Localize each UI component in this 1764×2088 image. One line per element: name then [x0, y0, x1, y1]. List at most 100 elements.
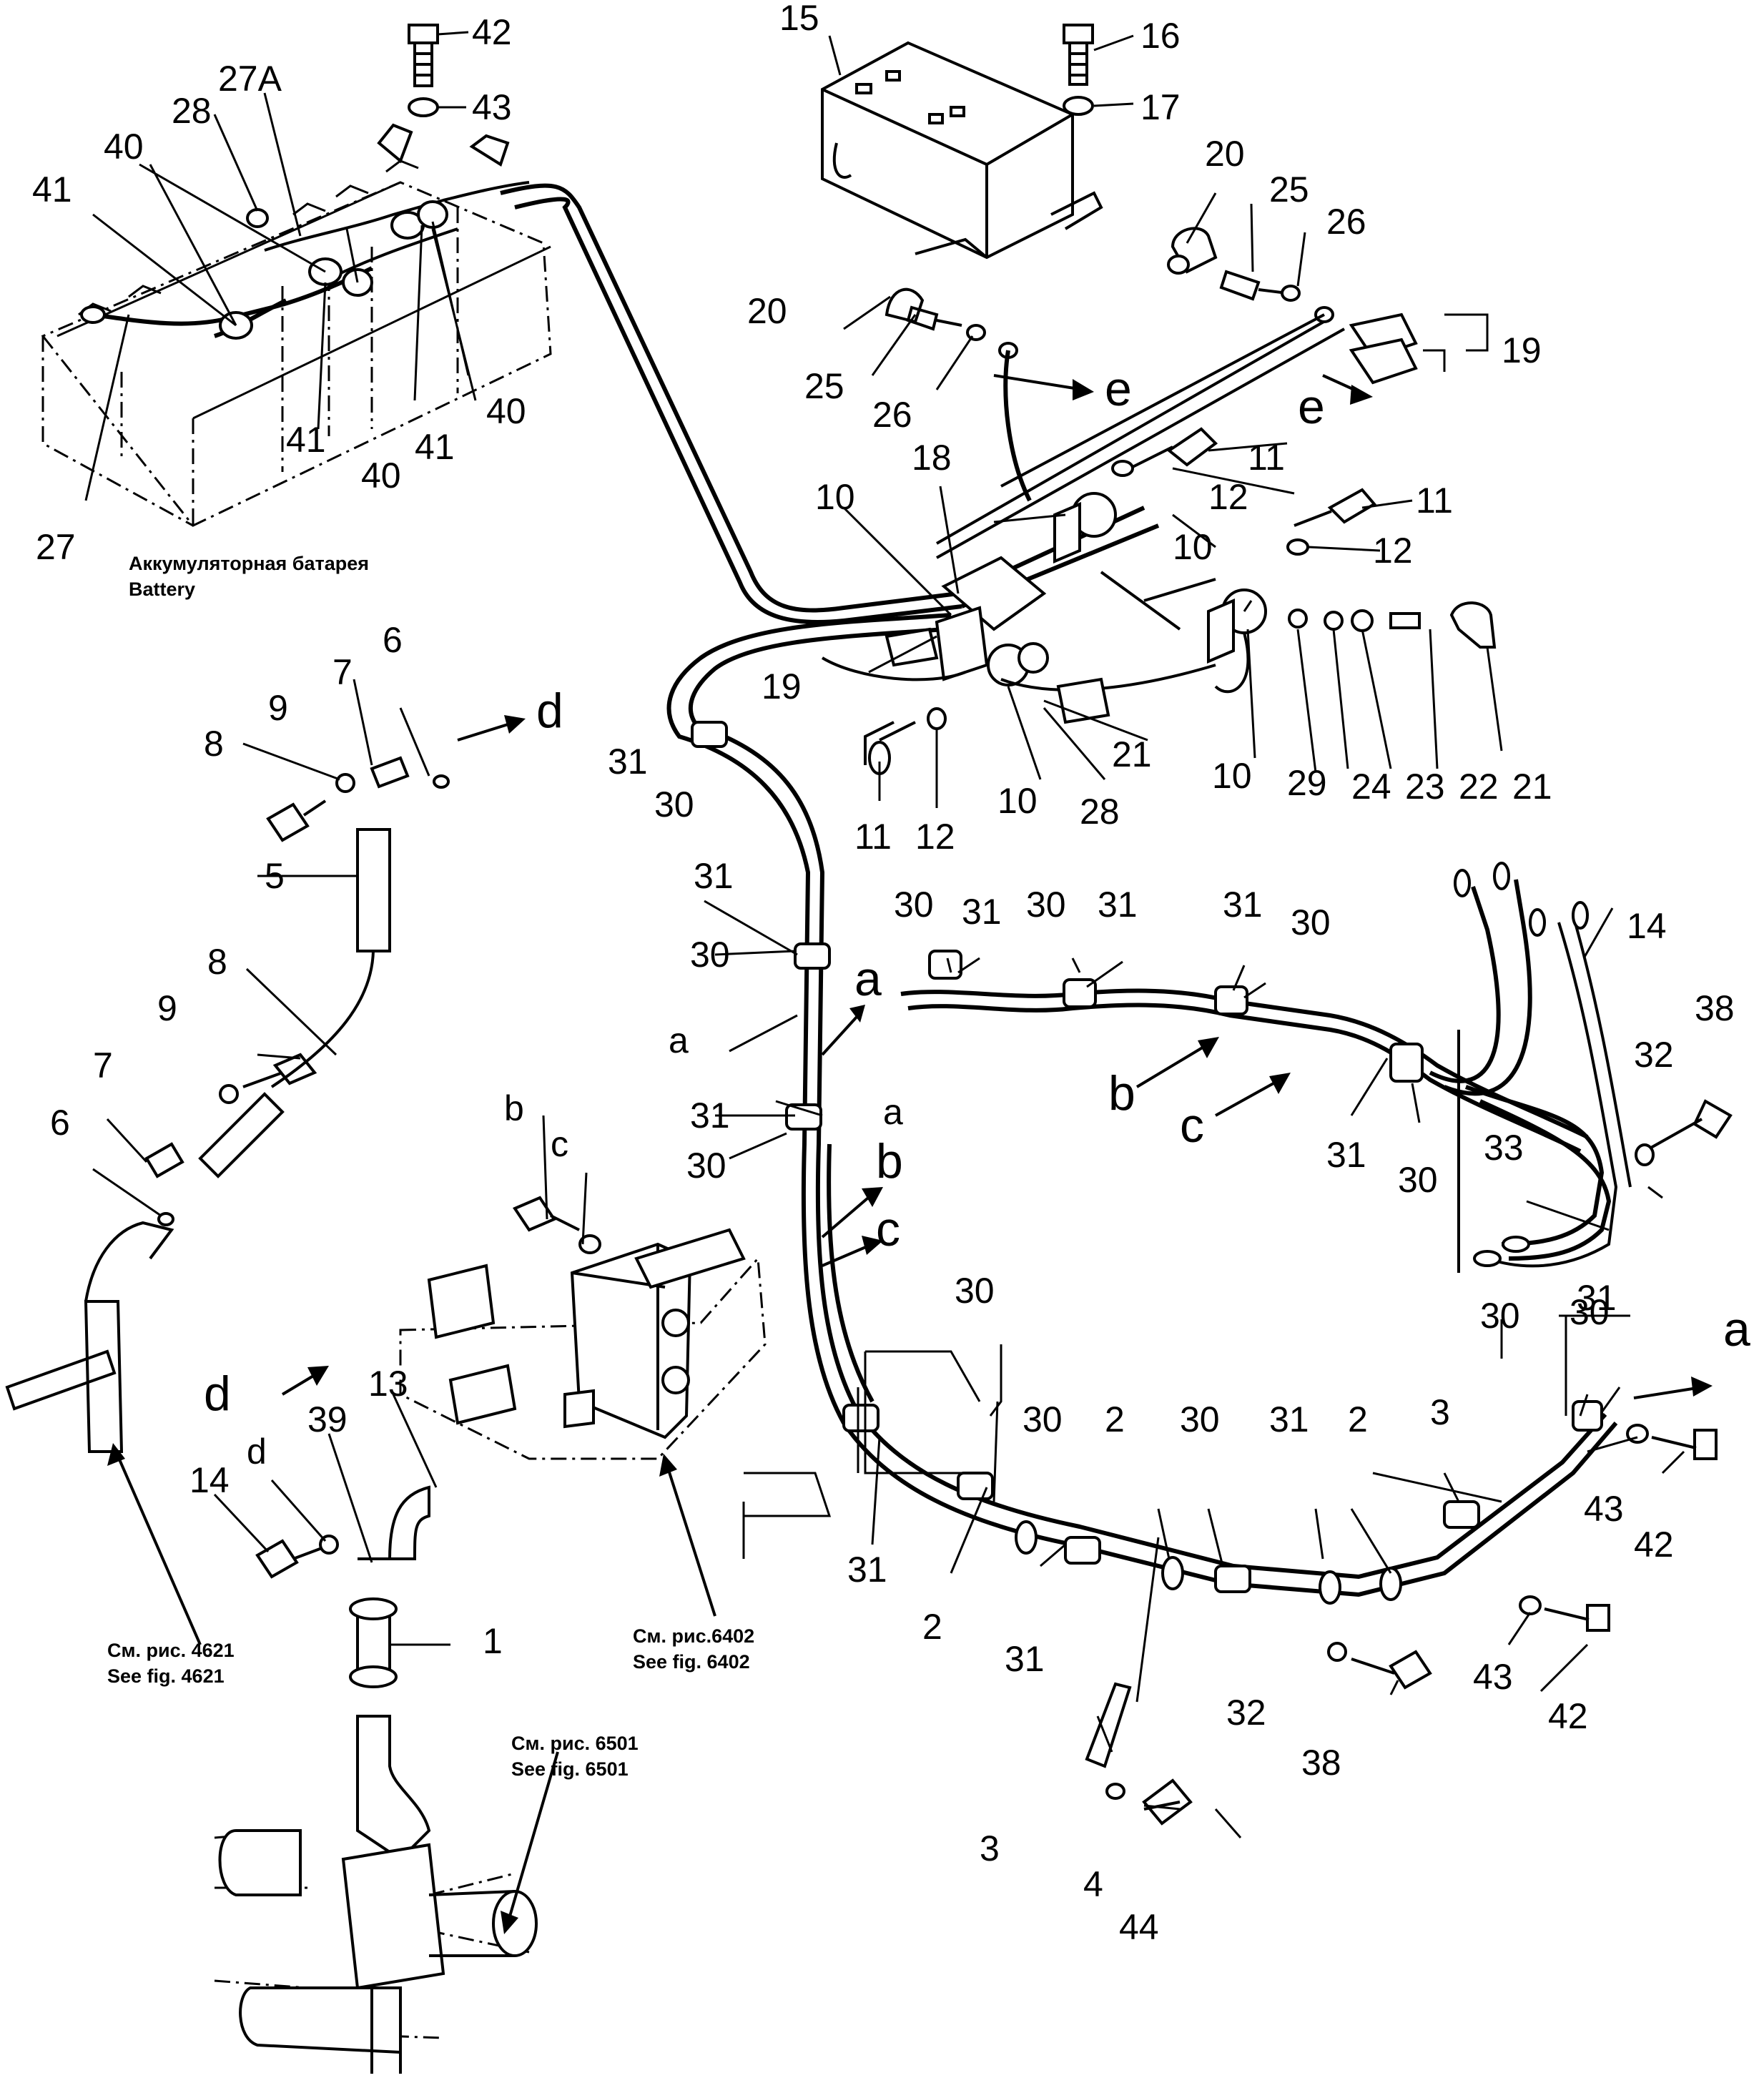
- callout-30-f: 30: [686, 1146, 726, 1186]
- callout-4: d: [247, 1432, 267, 1472]
- leader-lines: [84, 31, 1685, 1838]
- callout-21-b: 21: [1512, 767, 1552, 807]
- callout-28: 28: [172, 91, 212, 131]
- callout-30-g: 30: [1398, 1160, 1438, 1200]
- callout-26-right: 26: [1326, 202, 1366, 242]
- ref-letter-d-2: d: [204, 1366, 231, 1421]
- control-box-drawing: [821, 41, 1103, 260]
- callout-31-c: 31: [962, 892, 1002, 932]
- callout-38-b: a: [883, 1092, 903, 1132]
- callout-42-b: 42: [1634, 1525, 1674, 1565]
- callout-31-e: 31: [1223, 885, 1263, 925]
- ref-note-6501-ru: См. рис. 6501: [511, 1733, 639, 1754]
- callout-30-c: 30: [894, 885, 934, 925]
- callout-1: 39: [307, 1399, 348, 1439]
- ref-note-6501-en: See fig. 6501: [511, 1758, 629, 1781]
- callout-38-a: a: [669, 1020, 689, 1060]
- callout-3: 14: [189, 1460, 230, 1500]
- callout-43-b: 43: [1584, 1489, 1624, 1529]
- ref-letter-d-1: d: [536, 684, 563, 738]
- callout-30-b: 30: [690, 935, 730, 975]
- battery-label-en: Battery: [129, 578, 196, 601]
- callout-30-a: 30: [654, 784, 694, 824]
- battery-drawing: [41, 123, 552, 527]
- disconnect-switches: [821, 492, 1267, 724]
- callout-22: 22: [1459, 767, 1499, 807]
- callout-10-a: 10: [815, 477, 855, 517]
- ref-letter-e-1: e: [1105, 362, 1132, 416]
- callout-27a: 27A: [218, 59, 282, 99]
- callout-18: 18: [912, 438, 952, 478]
- ref-note-4621: См. рис. 4621 See fig. 4621: [107, 1638, 235, 1690]
- callout-41-b: 41: [286, 420, 326, 460]
- callout-30-j: 30: [1480, 1296, 1520, 1336]
- callout-40-b: 40: [361, 455, 401, 496]
- callout-8-b: 8: [207, 942, 227, 982]
- callout-29: 29: [1287, 763, 1327, 803]
- callout-31-a: 31: [608, 742, 648, 782]
- callout-40-c: 40: [486, 391, 526, 431]
- fasteners: [144, 24, 1733, 1826]
- callout-42-c: 42: [1548, 1696, 1588, 1736]
- ref-letter-b-1: b: [1108, 1066, 1135, 1121]
- ref-note-4621-en: See fig. 4621: [107, 1665, 225, 1688]
- callout-44: 1: [483, 1621, 503, 1661]
- callout-30-i: 30: [1570, 1292, 1610, 1332]
- callout-33-b: 32: [1226, 1693, 1266, 1733]
- callout-27: 27: [36, 527, 76, 567]
- callout-40: 40: [104, 127, 144, 167]
- callout-30-k: 30: [1023, 1399, 1063, 1439]
- callout-34-b: 2: [1348, 1399, 1368, 1439]
- callout-13: b: [504, 1088, 524, 1128]
- callout-25-right: 25: [1269, 169, 1309, 210]
- callout-15: 15: [779, 0, 819, 38]
- callout-31-d: 31: [1098, 885, 1138, 925]
- callout-43: 43: [472, 87, 512, 127]
- callout-16: 16: [1140, 16, 1181, 56]
- ref-letter-c-2: c: [876, 1202, 900, 1256]
- ref-letter-a-2: a: [1723, 1302, 1750, 1356]
- callout-41: 41: [32, 169, 72, 210]
- callout-30-d: 30: [1026, 885, 1066, 925]
- callout-6-b: 6: [50, 1103, 70, 1143]
- callout-26-left: 26: [872, 395, 912, 435]
- callout-19-right: 19: [1502, 330, 1542, 370]
- callout-39-b: 33: [1484, 1128, 1524, 1168]
- callout-11-a: 11: [1248, 438, 1285, 478]
- callout-2: 13: [368, 1364, 408, 1404]
- callout-25-left: 25: [804, 366, 844, 406]
- callout-19-left: 19: [762, 666, 802, 706]
- callout-31-h: 31: [1577, 1278, 1617, 1318]
- ref-letter-b-2: b: [876, 1134, 903, 1188]
- ref-letter-a-1: a: [854, 952, 882, 1006]
- reference-arrows: [107, 374, 1713, 1934]
- callout-30-h: 30: [955, 1271, 995, 1311]
- callout-30-l: 30: [1180, 1399, 1220, 1439]
- callout-37: 4: [1083, 1864, 1103, 1904]
- callout-36: 44: [1119, 1907, 1159, 1947]
- ref-note-6501: См. рис. 6501 See fig. 6501: [511, 1730, 639, 1783]
- callout-24: 24: [1351, 767, 1391, 807]
- callout-35-a: 3: [1430, 1392, 1450, 1432]
- callout-31-g: 31: [1326, 1135, 1366, 1175]
- ref-letter-e-2: e: [1298, 380, 1325, 434]
- callout-31-i: 31: [1269, 1399, 1309, 1439]
- callout-11-c: 11: [854, 817, 892, 857]
- ref-note-4621-ru: См. рис. 4621: [107, 1640, 235, 1661]
- callout-17: 17: [1140, 87, 1181, 127]
- callout-32-a: 38: [1695, 988, 1735, 1028]
- callout-43-c: 43: [1473, 1657, 1513, 1697]
- callout-34-a: 2: [1105, 1399, 1125, 1439]
- callout-28-b: 28: [1080, 792, 1120, 832]
- callout-32-b: 38: [1301, 1743, 1341, 1783]
- callout-10-b: 10: [1173, 527, 1213, 567]
- callout-9-b: 9: [157, 988, 177, 1028]
- callout-31-j: 31: [847, 1550, 887, 1590]
- callout-11-b: 11: [1416, 481, 1453, 521]
- ref-letter-c-1: c: [1180, 1098, 1204, 1153]
- ref-note-6402-ru: См. рис.6402: [633, 1625, 755, 1647]
- callout-10-d: 10: [1212, 756, 1252, 796]
- callout-39-a: 14: [1627, 906, 1667, 946]
- callout-42: 42: [472, 12, 512, 52]
